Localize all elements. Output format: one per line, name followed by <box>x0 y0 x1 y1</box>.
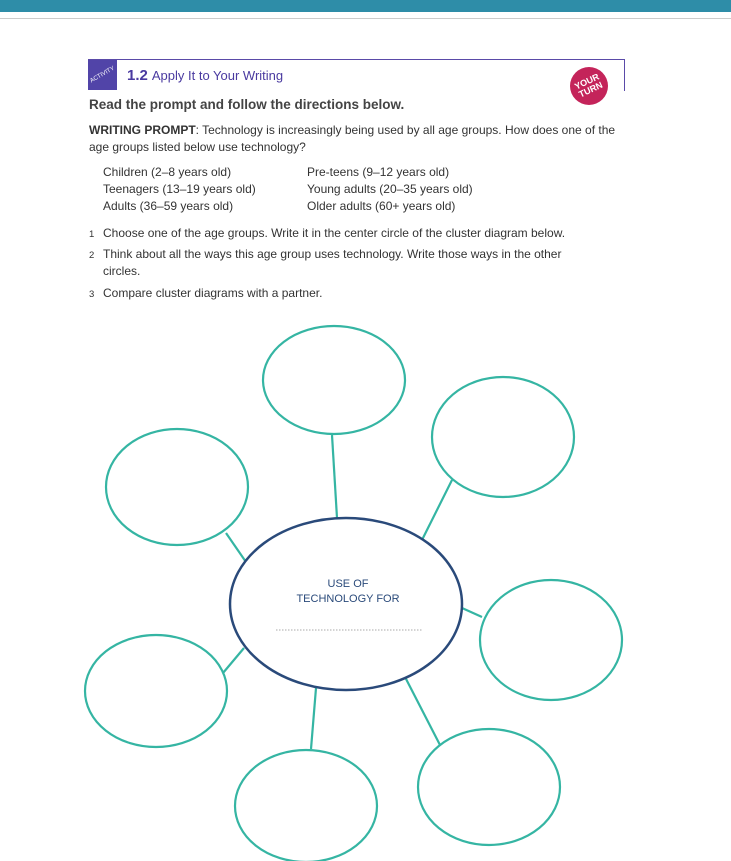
step-text: Compare cluster diagrams with a partner. <box>103 286 323 300</box>
connector <box>309 687 318 750</box>
connector <box>330 434 339 519</box>
connector <box>403 674 441 746</box>
activity-badge: ACTIVITY <box>88 60 117 90</box>
connector <box>421 479 453 541</box>
outer-circle[interactable] <box>104 427 250 547</box>
outer-circle[interactable] <box>233 748 379 861</box>
instruction-heading: Read the prompt and follow the direction… <box>89 97 405 112</box>
age-group: Older adults (60+ years old) <box>307 199 456 213</box>
age-group: Adults (36–59 years old) <box>103 199 234 213</box>
outer-circle[interactable] <box>478 578 624 702</box>
connector <box>222 647 245 674</box>
center-label-2: TECHNOLOGY FOR <box>296 593 399 605</box>
center-circle[interactable] <box>228 516 464 692</box>
step-text: Choose one of the age groups. Write it i… <box>103 226 566 240</box>
divider <box>0 18 731 19</box>
age-group: Young adults (20–35 years old) <box>307 182 473 196</box>
your-turn-badge: YOUR TURN <box>570 67 608 105</box>
top-bar <box>0 0 731 12</box>
outer-circle[interactable] <box>416 727 562 847</box>
step-text: Think about all the ways this age group … <box>103 247 562 278</box>
connector <box>225 532 247 563</box>
outer-circle[interactable] <box>83 633 229 749</box>
writing-prompt: WRITING PROMPT: Technology is increasing… <box>89 123 616 154</box>
outer-circle[interactable] <box>430 375 576 499</box>
connector <box>461 606 483 619</box>
age-group: Pre-teens (9–12 years old) <box>307 165 450 179</box>
outer-circle[interactable] <box>261 324 407 436</box>
center-label-1: USE OF <box>328 578 369 590</box>
age-group: Children (2–8 years old) <box>103 165 232 179</box>
age-group: Teenagers (13–19 years old) <box>103 182 256 196</box>
activity-frame <box>88 59 625 91</box>
step-number: 2 <box>89 250 95 261</box>
step-number: 3 <box>89 289 95 300</box>
step-number: 1 <box>89 229 95 240</box>
